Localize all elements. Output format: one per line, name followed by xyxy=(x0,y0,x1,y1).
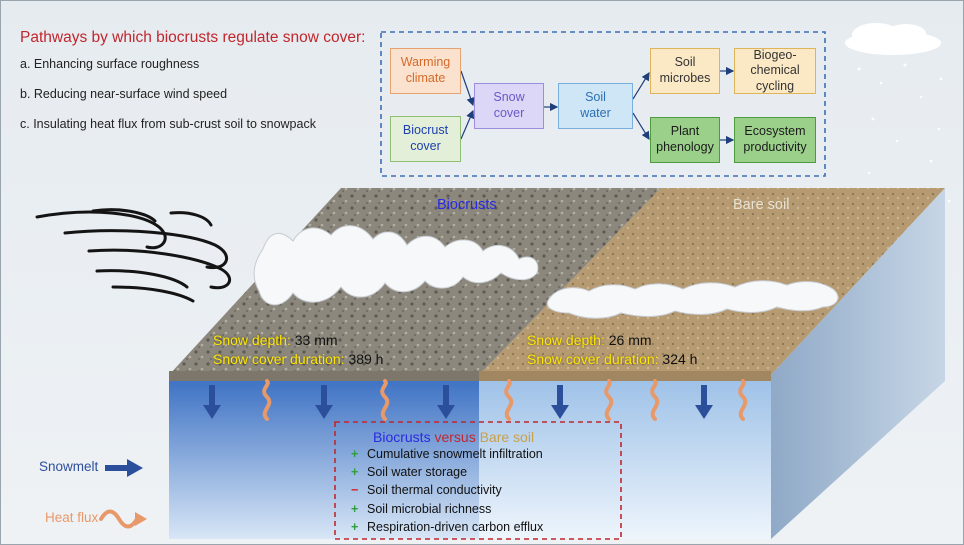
node-biogeochemical-cycling: Biogeo- chemical cycling xyxy=(734,48,816,94)
biocrust-layer xyxy=(169,371,479,381)
snowmelt-arrow xyxy=(437,385,455,419)
comparison-item: −Soil thermal conductivity xyxy=(351,483,502,497)
node-ecosystem-productivity: Ecosystem productivity xyxy=(734,117,816,163)
heat-flux-squiggle xyxy=(738,379,748,421)
biocrust-snow-duration: Snow cover duration: 389 h xyxy=(213,351,383,367)
bare-layer xyxy=(479,371,771,381)
comparison-item: + Respiration-driven carbon efflux xyxy=(351,520,543,534)
node-soil-water: Soil water xyxy=(558,83,633,129)
snow-duration-value: 389 h xyxy=(348,351,384,367)
comparison-head-versus: versus xyxy=(434,429,476,445)
comparison-item: + Cumulative snowmelt infiltration xyxy=(351,447,543,461)
comparison-head-bare: Bare soil xyxy=(479,429,535,445)
pathway-item-b: b. Reducing near-surface wind speed xyxy=(20,87,228,101)
snow-duration-value: 324 h xyxy=(662,351,698,367)
snowmelt-legend-icon xyxy=(105,459,143,477)
snow-cloud-icon xyxy=(845,23,941,55)
wind-gust-icon xyxy=(35,208,232,303)
bare-soil-surface-label: Bare soil xyxy=(733,197,790,213)
heat-flux-legend-label: Heat flux xyxy=(45,510,99,525)
snow-depth-value: 33 mm xyxy=(294,332,338,348)
bare-snow-drift xyxy=(546,280,839,319)
heat-flux-squiggle xyxy=(380,379,390,421)
snow-depth-label: Snow depth: xyxy=(527,332,605,348)
heat-flux-legend-arrowhead xyxy=(135,512,147,526)
pathway-item-a: a. Enhancing surface roughness xyxy=(20,57,200,71)
bare-snow-duration: Snow cover duration: 324 h xyxy=(527,351,697,367)
heat-flux-squiggle xyxy=(504,379,514,421)
comparison-item-text: Soil microbial richness xyxy=(367,502,492,516)
bare-snow-depth: Snow depth: 26 mm xyxy=(527,332,652,348)
snowmelt-arrow xyxy=(551,385,569,419)
biocrust-surface-label: Biocrusts xyxy=(437,197,497,213)
heat-flux-legend-icon xyxy=(99,509,139,529)
snowmelt-arrow xyxy=(203,385,221,419)
comparison-frame xyxy=(334,421,622,540)
flowchart-frame xyxy=(380,31,826,177)
node-warming-climate: Warming climate xyxy=(390,48,461,94)
minus-sign: − xyxy=(351,483,359,497)
snow-duration-label: Snow cover duration: xyxy=(213,351,345,367)
plus-sign: + xyxy=(351,447,359,461)
node-biocrust-cover: Biocrust cover xyxy=(390,116,461,162)
snowmelt-legend-label: Snowmelt xyxy=(39,459,99,474)
snow-duration-label: Snow cover duration: xyxy=(527,351,659,367)
biocrust-snow-depth: Snow depth: 33 mm xyxy=(213,332,338,348)
heat-flux-squiggle xyxy=(262,379,272,421)
block-side-face xyxy=(771,188,945,539)
flowchart-arrows xyxy=(460,66,735,145)
node-plant-phenology: Plant phenology xyxy=(650,117,720,163)
heat-flux-squiggle xyxy=(650,379,660,421)
comparison-heading: Biocrusts versus Bare soil xyxy=(373,429,534,445)
biocrust-snow-drift xyxy=(253,225,539,306)
plus-sign: + xyxy=(351,502,359,516)
bare-soil-surface xyxy=(479,188,945,375)
pathway-item-c: c. Insulating heat flux from sub-crust s… xyxy=(20,117,316,131)
snow-depth-value: 26 mm xyxy=(608,332,652,348)
plus-sign: + xyxy=(351,465,359,479)
node-snow-cover: Snow cover xyxy=(474,83,544,129)
snowmelt-arrow xyxy=(695,385,713,419)
comparison-item-text: Cumulative snowmelt infiltration xyxy=(367,447,543,461)
node-soil-microbes: Soil microbes xyxy=(650,48,720,94)
comparison-item: + Soil microbial richness xyxy=(351,502,491,516)
figure-title: Pathways by which biocrusts regulate sno… xyxy=(20,29,366,46)
comparison-item: + Soil water storage xyxy=(351,465,467,479)
heat-flux-squiggle xyxy=(604,379,614,421)
comparison-item-text: Soil thermal conductivity xyxy=(367,483,502,497)
comparison-item-text: Soil water storage xyxy=(367,465,468,479)
comparison-item-text: Respiration-driven carbon efflux xyxy=(367,520,544,534)
snow-depth-label: Snow depth: xyxy=(213,332,291,348)
plus-sign: + xyxy=(351,520,359,534)
bare-soil-front xyxy=(479,381,771,539)
snowmelt-arrow xyxy=(315,385,333,419)
comparison-head-biocrusts: Biocrusts xyxy=(373,429,431,445)
